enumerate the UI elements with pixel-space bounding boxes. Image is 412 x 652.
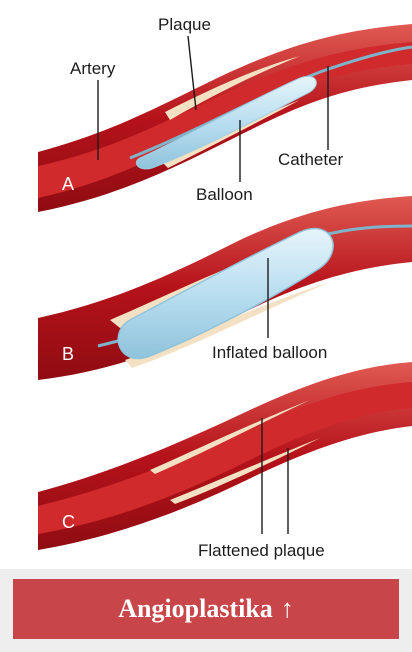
label-inflated-balloon: Inflated balloon [212,343,327,362]
panel-b-label: B [62,344,74,364]
label-catheter: Catheter [278,150,344,169]
label-flattened-plaque: Flattened plaque [198,541,325,560]
panel-c-artery: C [38,362,412,550]
panel-c-label: C [62,512,75,532]
label-artery: Artery [70,59,116,78]
panel-a-artery: A [38,24,412,212]
caption-banner: Angioplastika ↑ [13,579,399,639]
angioplasty-diagram: A B C Plaque Artery Catheter Balloon Inf… [0,0,412,565]
panel-a-label: A [62,174,74,194]
label-plaque: Plaque [158,15,211,34]
caption-title: Angioplastika [118,594,273,624]
label-balloon: Balloon [196,185,253,204]
caption-area: Angioplastika ↑ [0,569,412,652]
up-arrow-icon[interactable]: ↑ [281,594,294,624]
